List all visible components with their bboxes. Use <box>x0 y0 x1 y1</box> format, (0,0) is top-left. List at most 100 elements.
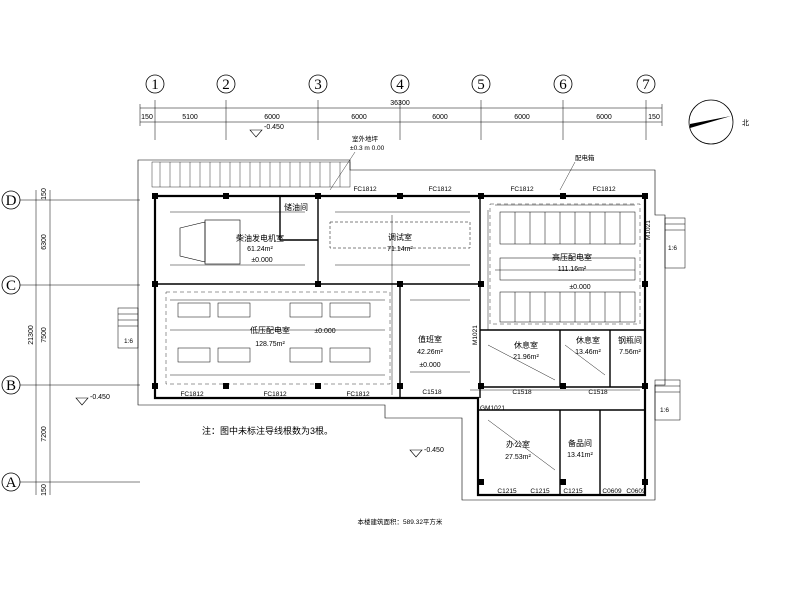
axis-label-c: C <box>6 278 16 294</box>
room-name: 办公室 <box>506 439 530 449</box>
door-label: GM1021 <box>480 405 505 412</box>
window-label: FC1812 <box>353 186 377 193</box>
dim-seg: 6300 <box>41 234 48 250</box>
room-area: 61.24m² <box>247 246 273 253</box>
axis-label-2: 2 <box>222 77 230 93</box>
axis-label-4: 4 <box>396 77 404 93</box>
structural-columns <box>152 193 648 485</box>
dim-seg: 6000 <box>514 114 530 121</box>
axis-label-5: 5 <box>477 77 485 93</box>
axis-label-1: 1 <box>151 77 159 93</box>
window-label: FC1812 <box>180 391 204 398</box>
top-note-2: ±0.3 m 0.00 <box>350 145 385 152</box>
room-name: 低压配电室 <box>250 325 290 335</box>
room-name: 备品间 <box>568 438 592 448</box>
door-label: M1021 <box>645 220 652 240</box>
level-mark-left: -0.450 <box>75 394 110 406</box>
building-area-footer: 本楼建筑面积：589.32平方米 <box>358 517 443 526</box>
ramp-ratio-right-top: 1:6 <box>668 245 677 252</box>
axis-label-a: A <box>6 475 17 491</box>
window-label: C1518 <box>588 389 608 396</box>
top-note: 室外地坪 <box>352 134 379 143</box>
window-label: FC1812 <box>428 186 452 193</box>
level-mark-bottom: -0.450 <box>409 447 444 458</box>
level-mark-bottom-text: -0.450 <box>424 447 444 454</box>
ramp-right-bottom <box>654 379 681 421</box>
room-name: 调试室 <box>388 232 412 242</box>
room-name: 休息室 <box>576 335 600 345</box>
room-area: 27.53m² <box>505 454 531 461</box>
axis-label-7: 7 <box>642 77 650 93</box>
axis-label-6: 6 <box>559 77 567 93</box>
top-segment-dims: 150 5100 6000 6000 6000 6000 6000 150 <box>141 114 660 121</box>
north-compass: 北 <box>688 99 749 145</box>
door-labels: M1021 M1021 GM1021 <box>472 220 652 412</box>
room-name: 储油间 <box>284 202 308 212</box>
ramp-ratio-right-bottom: 1:6 <box>660 407 669 414</box>
right-note-leader <box>559 161 576 191</box>
axis-label-b: B <box>6 378 16 394</box>
level-mark-left-text: -0.450 <box>90 394 110 401</box>
left-total-dim: 21300 <box>28 325 35 345</box>
room-name: 值班室 <box>418 334 442 344</box>
total-width-dim: 36300 <box>390 100 410 107</box>
window-labels-bottom: FC1812 FC1812 FC1812 <box>180 391 370 398</box>
dashed-circuit <box>165 203 641 385</box>
axis-label-d: D <box>6 193 17 209</box>
window-label: C1215 <box>497 488 517 495</box>
window-label: FC1812 <box>263 391 287 398</box>
room-area: 13.46m² <box>575 349 601 356</box>
lv-cabinets <box>177 302 371 363</box>
ramp-ratio-left: 1:6 <box>124 338 133 345</box>
room-area: 71.14m² <box>387 246 413 253</box>
window-label: C1518 <box>512 389 532 396</box>
level-mark-top: -0.450 <box>249 124 284 138</box>
axis-bubbles-vertical <box>1 190 21 492</box>
window-label: C0609 <box>602 488 622 495</box>
window-labels-lower: C1215 C1215 C1215 C0609 C0609 <box>497 488 646 495</box>
ramp-right-top <box>664 217 686 269</box>
window-label: C0609 <box>626 488 646 495</box>
dim-seg: 7200 <box>41 426 48 442</box>
level-mark-top-text: -0.450 <box>264 124 284 131</box>
window-label: FC1812 <box>510 186 534 193</box>
room-name: 钢瓶间 <box>618 335 642 345</box>
room-level: ±0.000 <box>569 284 590 291</box>
compass-label: 北 <box>742 119 749 127</box>
window-label: C1215 <box>530 488 550 495</box>
axis-bubbles-horizontal <box>145 74 656 94</box>
wiring-lines <box>170 204 640 471</box>
generator-equipment <box>179 219 241 265</box>
window-labels-mid: C1518 C1518 C1518 <box>422 389 608 396</box>
dim-seg: 6000 <box>351 114 367 121</box>
dim-seg: 150 <box>41 188 48 200</box>
dim-seg: 150 <box>141 114 153 121</box>
window-label: FC1812 <box>592 186 616 193</box>
top-dimension-lines <box>139 104 663 126</box>
door-label: M1021 <box>472 325 479 345</box>
window-label: C1215 <box>563 488 583 495</box>
top-note-leader <box>329 151 356 191</box>
hatched-area <box>151 161 351 188</box>
room-area: 7.56m² <box>619 349 641 356</box>
room-labels: 柴油发电机室 61.24m² ±0.000 储油间 调试室 71.14m² 高压… <box>236 202 642 461</box>
wire-count-note: 注：图中未标注导线根数为3根。 <box>202 425 333 436</box>
room-area: 13.41m² <box>567 452 593 459</box>
room-area: 128.75m² <box>255 341 285 348</box>
room-level: ±0.000 <box>314 328 335 335</box>
test-room-bench <box>329 221 471 249</box>
ramp-left <box>117 307 139 349</box>
room-name: 柴油发电机室 <box>236 233 284 243</box>
room-area: 42.26m² <box>417 349 443 356</box>
room-level: ±0.000 <box>419 362 440 369</box>
exterior-walls <box>153 194 647 497</box>
dim-seg: 150 <box>648 114 660 121</box>
axis-grid <box>20 100 647 483</box>
room-name: 高压配电室 <box>552 252 592 262</box>
left-segment-dims: 150 6300 7500 7200 150 21300 <box>28 188 48 496</box>
left-dimension-lines <box>35 190 51 495</box>
axis-labels-horizontal: 1 2 3 4 5 6 7 <box>151 77 650 93</box>
window-label: C1518 <box>422 389 442 396</box>
room-area: 21.96m² <box>513 354 539 361</box>
